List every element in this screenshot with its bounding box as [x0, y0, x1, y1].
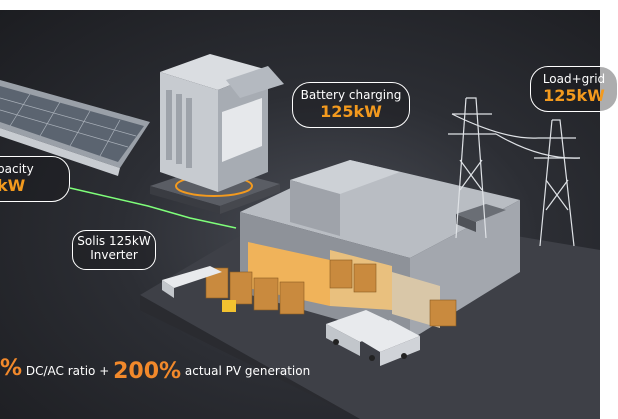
load-grid-callout: Load+grid 125kW [530, 66, 618, 112]
bottom-caption: % DC/AC ratio + 200% actual PV generatio… [0, 356, 310, 384]
trucks [162, 266, 420, 366]
power-line [69, 187, 237, 229]
pv-generation-text: actual PV generation [184, 364, 311, 378]
load-grid-value: 125kW [543, 85, 605, 105]
battery-charging-label: Battery charging [300, 88, 402, 102]
inverter-label-line2: Inverter [90, 247, 138, 262]
inverter-cabinet [160, 54, 284, 192]
inverter-label-line1: Solis 125kW [77, 234, 151, 248]
capacity-callout: pacity kW [0, 156, 70, 202]
battery-charging-callout: Battery charging 125kW [292, 82, 410, 128]
scene-artwork [0, 54, 600, 419]
forklift [222, 300, 236, 312]
pv-percent: 200% [113, 359, 182, 384]
hero-illustration: Battery charging 125kW Load+grid 125kW p… [0, 10, 618, 419]
battery-charging-value: 125kW [320, 101, 382, 121]
dcac-ratio-text: DC/AC ratio + [25, 364, 110, 378]
inverter-callout: Solis 125kW Inverter [72, 230, 156, 270]
ratio-percent-fragment: % [0, 356, 23, 381]
capacity-value: kW [0, 175, 26, 195]
capacity-label: pacity [0, 162, 34, 176]
solar-panel [0, 80, 150, 176]
transmission-towers [448, 97, 581, 247]
load-grid-label: Load+grid [542, 72, 606, 86]
